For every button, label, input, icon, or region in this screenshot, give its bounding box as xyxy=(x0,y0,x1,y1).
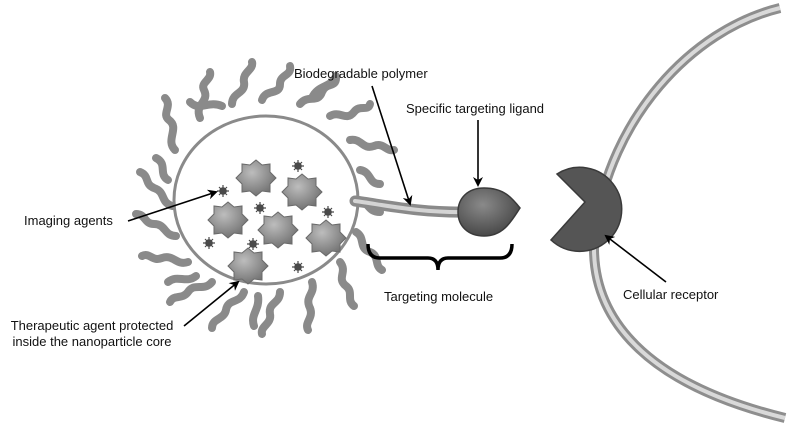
drug-particle xyxy=(305,219,347,257)
arrow-imaging-agents xyxy=(127,189,218,222)
nanoparticle-core xyxy=(172,114,360,286)
imaging-agent xyxy=(292,261,304,273)
targeting-molecule-bracket xyxy=(366,243,514,271)
label-imaging-agents: Imaging agents xyxy=(24,213,113,228)
cellular-receptor xyxy=(549,166,623,253)
drug-particle xyxy=(281,173,323,211)
imaging-agent xyxy=(247,238,259,250)
imaging-agent xyxy=(254,202,266,214)
drug-particles xyxy=(207,159,347,285)
imaging-agent xyxy=(322,206,334,218)
cell-membrane xyxy=(589,3,787,423)
imaging-agents xyxy=(203,160,334,273)
imaging-agent xyxy=(217,185,229,197)
arrow-cellular-receptor xyxy=(604,234,667,283)
drug-particle xyxy=(257,211,299,249)
label-biodegradable-polymer: Biodegradable polymer xyxy=(294,66,428,81)
label-specific-targeting-ligand: Specific targeting ligand xyxy=(406,101,545,116)
arrow-biodegradable-polymer xyxy=(371,85,413,206)
drug-particle xyxy=(227,247,269,285)
targeting-ligand xyxy=(457,187,521,237)
label-targeting-molecule: Targeting molecule xyxy=(384,289,494,304)
imaging-agent xyxy=(292,160,304,172)
label-therapeutic-agent: Therapeutic agent protected inside the n… xyxy=(0,318,184,350)
imaging-agent xyxy=(203,237,215,249)
drug-particle xyxy=(207,201,249,239)
drug-particle xyxy=(235,159,277,197)
polymer-corona xyxy=(132,58,398,338)
label-therapeutic-agent-line2: inside the nanoparticle core xyxy=(12,334,172,349)
label-therapeutic-agent-line1: Therapeutic agent protected xyxy=(10,318,174,333)
arrow-therapeutic-agent xyxy=(183,280,240,327)
label-cellular-receptor: Cellular receptor xyxy=(623,287,719,302)
